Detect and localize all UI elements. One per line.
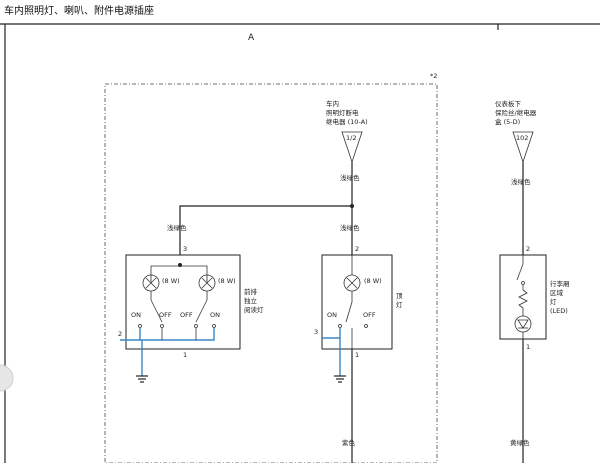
trunk-lamp-label-2: 区域: [550, 288, 564, 297]
front-left-switch-icon: [150, 299, 163, 323]
source-right-line-2: 保险丝/继电器: [495, 108, 537, 117]
source-left-line-2: 照明灯断电: [326, 108, 359, 117]
front-reading-lamps: 3 (8 W) (8 W) ON OFF OFF ON 2 1 前排 独立 阅读…: [118, 245, 264, 359]
source-right-fuse-symbol: [512, 131, 534, 164]
page-title: 车内照明灯、喇叭、附件电源插座: [4, 6, 154, 17]
source-left-line-3: 继电器 (10-A): [326, 117, 368, 126]
front-right-switch-icon: [195, 299, 208, 323]
ground-symbol-left: [136, 375, 148, 383]
zone-note: *2: [430, 72, 437, 80]
dome-lamp-label-2: 灯: [396, 300, 403, 309]
front-lamps-label-2: 独立: [244, 296, 258, 305]
source-left-fuse-symbol: [341, 131, 363, 164]
trunk-lamp-pin-bottom: 1: [526, 343, 530, 351]
source-right: 仪表板下 保险丝/继电器 盒 (5-D) 102: [495, 99, 537, 164]
scroll-handle[interactable]: [0, 364, 14, 392]
zone-dashed-box: [104, 83, 438, 463]
dome-lamp-label-1: 顶: [396, 292, 403, 300]
dome-lamp-switch-on: ON: [327, 311, 337, 319]
dome-lamp-switch-icon: [345, 301, 353, 323]
wire-label-light-green-1: 浅绿色: [340, 173, 360, 182]
dome-lamp-pin-top: 2: [355, 245, 359, 253]
front-left-switch-on: ON: [131, 311, 141, 319]
front-left-switch-off: OFF: [159, 311, 172, 319]
front-lamp-left-watt: (8 W): [162, 277, 180, 285]
front-lamp-right-watt: (8 W): [218, 277, 236, 285]
wire-label-light-green-4: 浅绿色: [511, 177, 531, 186]
trunk-lamp-label-4: (LED): [550, 307, 568, 315]
trunk-lamp-label-1: 行李厢: [550, 279, 570, 288]
front-right-switch-on: ON: [210, 311, 220, 319]
front-lamps-ground-bus: [139, 328, 215, 341]
source-left-line-1: 车内: [326, 99, 339, 108]
ground-symbol-middle: [334, 375, 346, 383]
trunk-lamp-resistor-icon: [518, 289, 528, 309]
front-lamps-box: [125, 254, 241, 350]
dome-lamp: 2 (8 W) ON OFF 3 1 顶 灯: [314, 245, 403, 359]
front-right-switch-off: OFF: [180, 311, 193, 319]
dome-lamp-watt: (8 W): [364, 277, 382, 285]
dome-lamp-box: [321, 254, 393, 350]
source-right-line-3: 盒 (5-D): [495, 117, 520, 126]
front-lamps-label-3: 阅读灯: [244, 305, 264, 314]
trunk-lamp-label-3: 灯: [550, 297, 557, 306]
trunk-lamp-box: [499, 254, 547, 340]
wire-label-purple: 紫色: [342, 438, 356, 447]
dome-lamp-pin-bottom: 1: [355, 351, 359, 359]
source-right-terminal: 102: [516, 134, 528, 142]
dome-lamp-pin-left: 3: [314, 328, 318, 336]
front-lamps-pin-left: 2: [118, 330, 122, 338]
outer-frame: A: [0, 23, 600, 463]
front-lamps-label-1: 前排: [244, 287, 258, 296]
wire-label-yellow-green: 黄绿色: [510, 438, 530, 447]
wire-label-light-green-2: 浅绿色: [167, 223, 187, 232]
source-left-terminal: 1/2: [346, 134, 356, 142]
source-left: 车内 照明灯断电 继电器 (10-A) 1/2: [326, 99, 368, 164]
front-lamps-pin-top: 3: [183, 245, 187, 253]
trunk-area-lamp: 2 1 行李厢 区域 灯 (LED): [499, 245, 570, 351]
dome-lamp-switch-off: OFF: [363, 311, 376, 319]
front-lamps-pin-bottom: 1: [183, 351, 187, 359]
trunk-lamp-switch-icon: [516, 263, 524, 281]
frame-label-a: A: [248, 33, 255, 43]
source-right-line-1: 仪表板下: [495, 99, 522, 108]
wire-label-light-green-3: 浅绿色: [340, 223, 360, 232]
trunk-lamp-pin-top: 2: [526, 245, 530, 253]
